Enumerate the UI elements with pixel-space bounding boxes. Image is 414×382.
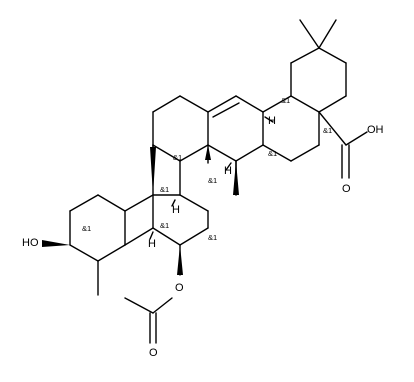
bond bbox=[69, 194, 99, 212]
wedge-bond bbox=[177, 245, 183, 275]
bond bbox=[179, 95, 209, 113]
bond bbox=[124, 297, 154, 314]
stereo-label: &1 bbox=[160, 185, 169, 194]
bond bbox=[97, 244, 126, 262]
wedge-bond bbox=[42, 240, 70, 247]
hash-layer bbox=[149, 116, 274, 240]
hash-bond bbox=[149, 231, 154, 240]
bond bbox=[262, 144, 292, 162]
wedge-bond bbox=[150, 147, 156, 195]
atom-layer: HO OH O O O H H H H bbox=[22, 115, 384, 359]
hash-bond bbox=[264, 116, 274, 123]
stereo-label: &1 bbox=[281, 96, 290, 105]
bond bbox=[318, 47, 347, 64]
stereo-label: &1 bbox=[82, 224, 91, 233]
stereo-label: &1 bbox=[323, 126, 332, 135]
atom-label-carbonyl-acid: O bbox=[342, 183, 351, 195]
bond bbox=[179, 194, 209, 212]
bond bbox=[299, 19, 320, 49]
atom-label-h: H bbox=[224, 165, 232, 177]
atom-label-hydroxyl: HO bbox=[22, 237, 39, 249]
bond bbox=[97, 194, 126, 212]
bond bbox=[69, 244, 99, 262]
stereo-layer: &1 &1 &1 &1 &1 &1 &1 &1 &1 bbox=[82, 96, 332, 242]
bond bbox=[207, 144, 237, 162]
bond bbox=[152, 297, 173, 314]
bond bbox=[152, 144, 181, 162]
bond bbox=[235, 144, 264, 162]
hash-bond bbox=[171, 199, 176, 207]
bond bbox=[207, 95, 237, 113]
bond bbox=[318, 19, 337, 49]
bond-layer bbox=[69, 19, 368, 344]
bond bbox=[179, 144, 209, 162]
atom-label-h: H bbox=[148, 238, 156, 250]
wedge-bond bbox=[205, 145, 211, 160]
bond bbox=[179, 227, 209, 246]
bond bbox=[290, 47, 320, 64]
wedge-layer bbox=[42, 145, 239, 275]
stereo-label: &1 bbox=[208, 233, 217, 242]
stereo-label: &1 bbox=[173, 153, 182, 162]
bond bbox=[212, 102, 240, 118]
bond bbox=[124, 194, 154, 212]
bond bbox=[345, 131, 368, 146]
atom-label-h: H bbox=[172, 204, 180, 216]
atom-label-carbonyl-ester: O bbox=[149, 347, 158, 359]
atom-label-ester-oxygen: O bbox=[175, 282, 184, 294]
wedge-bond bbox=[233, 161, 239, 195]
bond bbox=[290, 95, 320, 113]
bond bbox=[318, 95, 347, 113]
bond bbox=[318, 111, 347, 146]
bond bbox=[152, 227, 181, 246]
bond bbox=[124, 227, 154, 246]
stereo-label: &1 bbox=[160, 221, 169, 230]
bond bbox=[290, 144, 320, 162]
bond bbox=[262, 95, 292, 113]
hash-bond bbox=[225, 162, 232, 171]
atom-label-acid: OH bbox=[367, 124, 384, 136]
stereo-label: &1 bbox=[208, 176, 217, 185]
atom-label-h: H bbox=[268, 115, 276, 127]
bond bbox=[152, 95, 181, 113]
bond bbox=[235, 95, 264, 113]
stereo-label: &1 bbox=[268, 149, 277, 158]
